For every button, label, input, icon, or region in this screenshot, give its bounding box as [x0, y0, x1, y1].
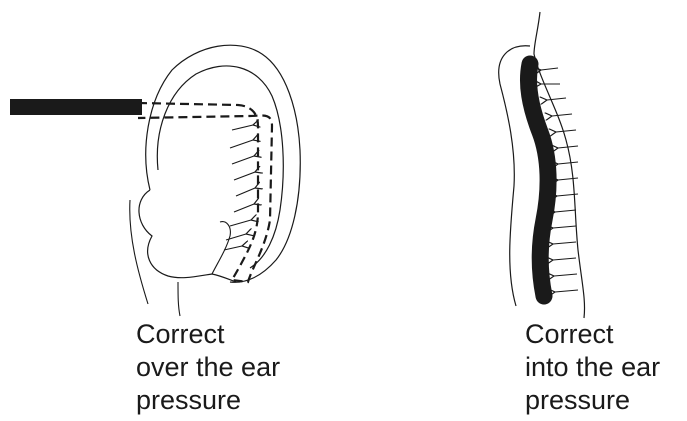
arrow: [234, 172, 255, 180]
ear-lobe-outline: [139, 190, 236, 282]
phone-bar: [10, 99, 142, 115]
neck-outline: [130, 200, 180, 316]
arrow: [554, 274, 577, 276]
caption-line: pressure: [136, 384, 280, 417]
earbud-insert: [528, 64, 548, 296]
tragus-outline: [212, 222, 230, 274]
over-the-ear-illustration: [10, 45, 300, 316]
arrow: [558, 178, 578, 180]
caption-line: Correct: [525, 318, 660, 351]
caption-line: into the ear: [525, 351, 660, 384]
arrow: [553, 242, 576, 244]
into-the-ear-caption: Correct into the ear pressure: [525, 318, 660, 417]
arrow: [553, 258, 576, 260]
arrow: [541, 68, 558, 70]
into-the-ear-illustration: [499, 12, 585, 318]
dashed-cup-outline: [138, 103, 272, 282]
arrow: [232, 156, 254, 164]
arrow: [556, 130, 576, 132]
arrow: [552, 114, 572, 116]
over-ear-pressure-arrows: [224, 125, 255, 250]
over-the-ear-caption: Correct over the ear pressure: [136, 318, 280, 417]
helix-fold-outline: [157, 66, 283, 268]
caption-line: Correct: [136, 318, 280, 351]
arrow: [226, 234, 246, 240]
arrow: [230, 220, 251, 226]
arrow: [236, 188, 255, 196]
arrow: [558, 162, 578, 164]
arrow: [224, 246, 242, 250]
caption-line: pressure: [525, 384, 660, 417]
arrow: [234, 204, 254, 212]
outer-ear-outline: [146, 45, 300, 282]
arrow: [555, 290, 578, 292]
arrow: [232, 125, 253, 130]
arrow: [230, 140, 253, 148]
arrow: [553, 226, 576, 228]
caption-line: over the ear: [136, 351, 280, 384]
arrow: [555, 210, 576, 212]
